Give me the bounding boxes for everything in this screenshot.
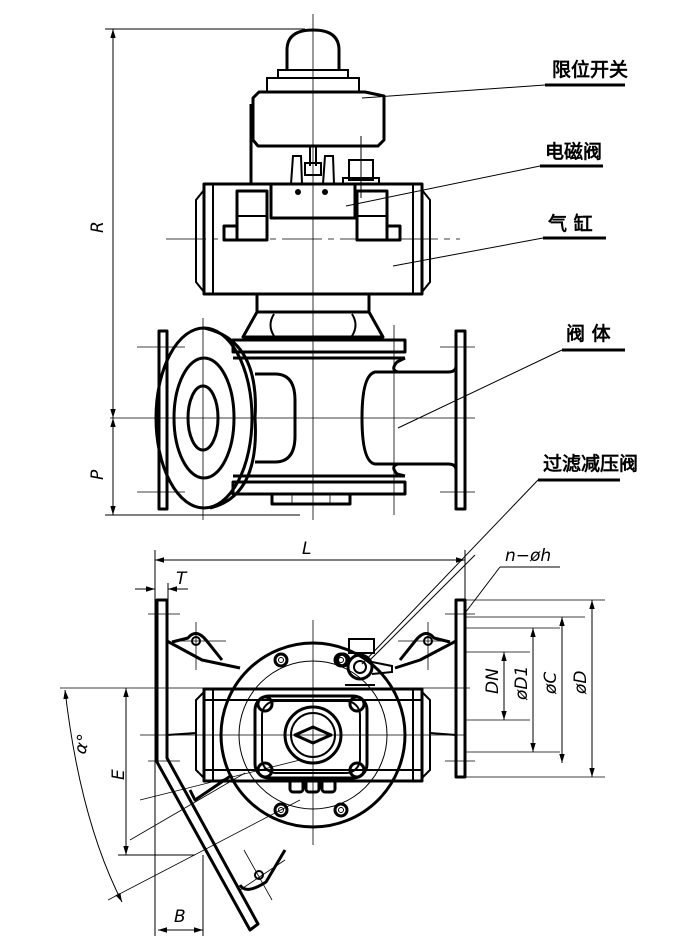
dim-L: L [302,539,311,559]
bolts [273,652,349,818]
callout-cylinder: 气 缸 [547,212,593,235]
dimension-R-P: R P [88,28,305,516]
bracket-part [241,292,385,339]
callout-filter-regulator: 过滤减压阀 [543,452,638,475]
dim-D: øD [571,671,591,696]
callout-valve-body: 阀 体 [566,322,612,345]
filter-regulator-part [335,638,393,686]
callout-solenoid-valve: 电磁阀 [545,140,602,163]
solenoid-valve-part [269,146,380,220]
dim-alpha: α° [71,732,95,756]
cylinder-part [166,182,460,296]
dim-E: E [109,769,129,780]
dim-D1: øD1 [512,666,532,701]
valve-body-part [110,318,475,520]
lugs [171,622,451,901]
dim-n-h: n−øh [505,546,551,566]
dim-T: T [176,569,188,589]
dim-C: øC [541,672,561,695]
plan-view: L T n−øh [60,539,605,936]
dim-DN: DN [483,668,503,694]
front-view: R P [88,14,475,520]
dim-B: B [174,907,186,927]
dim-P: P [88,469,108,480]
limit-switch-part [249,28,386,198]
callout-limit-switch: 限位开关 [552,58,628,81]
callouts: 限位开关 电磁阀 气 缸 阀 体 过滤减压阀 [345,58,638,665]
dim-R: R [88,221,108,233]
